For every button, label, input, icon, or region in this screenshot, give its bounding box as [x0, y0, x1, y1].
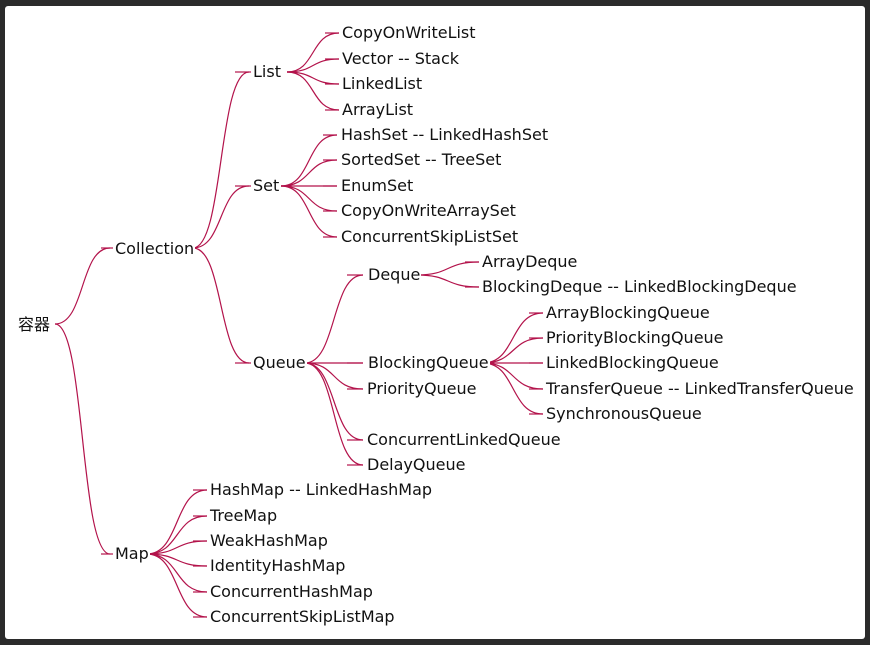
mind-map-canvas: 容器 Collection List CopyOnWriteList Vecto…: [5, 6, 865, 639]
edge-set-item-4: [280, 185, 338, 238]
edge-deque-item-1: [416, 274, 480, 288]
node-deque[interactable]: Deque: [367, 265, 422, 285]
node-queue-item[interactable]: DelayQueue: [367, 455, 466, 474]
edge-collection-child-0: [192, 71, 250, 249]
node-map-item[interactable]: TreeMap: [210, 506, 278, 525]
edge-root-map: [54, 323, 111, 555]
edge-queue-child-3: [304, 362, 364, 441]
node-list-item[interactable]: LinkedList: [342, 74, 423, 93]
node-list-item[interactable]: ArrayList: [342, 100, 414, 119]
node-deque-item[interactable]: ArrayDeque: [482, 252, 578, 271]
node-root[interactable]: 容器: [17, 315, 52, 335]
node-map-item[interactable]: IdentityHashMap: [210, 556, 346, 575]
edge-collection-child-1: [192, 185, 250, 249]
node-map-item[interactable]: ConcurrentSkipListMap: [210, 607, 395, 626]
node-map-item[interactable]: WeakHashMap: [210, 531, 328, 550]
edge-list-item-2: [286, 71, 340, 85]
node-queue-item[interactable]: PriorityQueue: [367, 379, 477, 398]
node-blocking-queue-item[interactable]: ArrayBlockingQueue: [546, 303, 710, 322]
edge-blocking-item-4: [482, 362, 544, 415]
node-blocking-queue-item[interactable]: SynchronousQueue: [546, 404, 702, 423]
edge-map-item-5: [146, 553, 208, 618]
node-set-item[interactable]: EnumSet: [341, 176, 414, 195]
edge-list-item-3: [286, 71, 340, 111]
edge-set-item-1: [280, 159, 338, 187]
node-set[interactable]: Set: [252, 176, 281, 196]
edge-set-item-0: [280, 134, 338, 187]
edge-root-collection: [54, 247, 111, 325]
node-set-item[interactable]: CopyOnWriteArraySet: [341, 201, 516, 220]
node-queue[interactable]: Queue: [252, 353, 307, 373]
edge-blocking-item-0: [482, 312, 544, 364]
edge-queue-child-0: [304, 274, 364, 364]
node-collection[interactable]: Collection: [114, 239, 196, 259]
edge-blocking-item-3: [482, 362, 544, 390]
node-list[interactable]: List: [252, 62, 282, 82]
edge-map-item-1: [146, 515, 208, 555]
node-set-item[interactable]: SortedSet -- TreeSet: [341, 150, 502, 169]
edge-queue-child-2: [304, 362, 364, 390]
node-blocking-queue-item[interactable]: PriorityBlockingQueue: [546, 328, 724, 347]
edge-map-item-0: [146, 489, 208, 555]
edge-blocking-item-1: [482, 337, 544, 364]
node-list-item[interactable]: Vector -- Stack: [342, 49, 459, 68]
edge-set-item-3: [280, 185, 338, 212]
node-map-item[interactable]: HashMap -- LinkedHashMap: [210, 480, 433, 499]
edge-list-item-1: [286, 58, 340, 73]
edge-list-item-0: [286, 32, 340, 73]
edge-map-item-4: [146, 553, 208, 593]
node-map[interactable]: Map: [114, 544, 150, 564]
node-map-item[interactable]: ConcurrentHashMap: [210, 582, 373, 601]
node-set-item[interactable]: ConcurrentSkipListSet: [341, 227, 519, 246]
mind-map-edges: [54, 32, 544, 618]
node-set-item[interactable]: HashSet -- LinkedHashSet: [341, 125, 549, 144]
node-blocking-queue[interactable]: BlockingQueue: [367, 353, 490, 373]
node-blocking-queue-item[interactable]: TransferQueue -- LinkedTransferQueue: [546, 379, 854, 398]
edge-collection-child-2: [192, 247, 250, 364]
edge-deque-item-0: [416, 261, 480, 276]
edge-queue-child-4: [304, 362, 364, 466]
node-deque-item[interactable]: BlockingDeque -- LinkedBlockingDeque: [482, 277, 797, 296]
node-blocking-queue-item[interactable]: LinkedBlockingQueue: [546, 353, 719, 372]
node-list-item[interactable]: CopyOnWriteList: [342, 23, 476, 42]
node-queue-item[interactable]: ConcurrentLinkedQueue: [367, 430, 561, 449]
